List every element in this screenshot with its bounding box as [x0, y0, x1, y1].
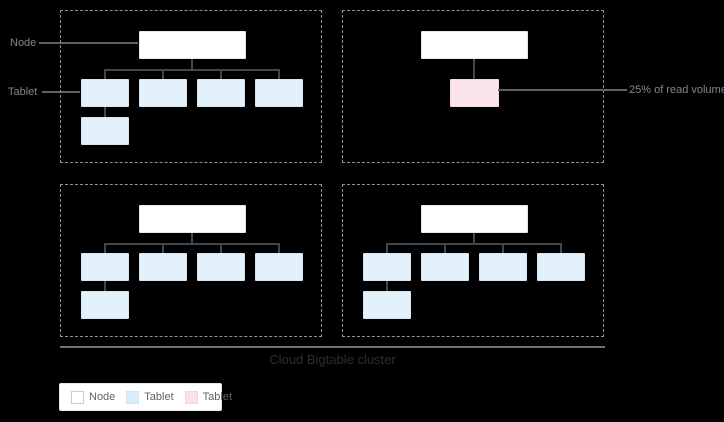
connector — [502, 243, 504, 253]
node-box — [139, 205, 246, 233]
connector — [104, 243, 106, 253]
connector — [386, 281, 388, 291]
tablet-box — [139, 253, 187, 281]
connector — [473, 233, 475, 243]
tablet-box — [537, 253, 585, 281]
tablet-box — [139, 79, 187, 107]
tablet-box — [81, 117, 129, 145]
connector — [104, 69, 280, 71]
node-swatch — [71, 390, 84, 404]
bigtable-node-group-2 — [342, 10, 604, 163]
node-pointer-label: Node — [10, 37, 37, 49]
tablet-box — [363, 253, 411, 281]
tablet-box — [81, 79, 129, 107]
connector — [191, 59, 193, 69]
legend: Node Tablet Tablet — [59, 383, 232, 411]
tablet-box — [255, 253, 303, 281]
legend-item-hot-tablet: Tablet — [184, 390, 233, 404]
connector — [220, 243, 222, 253]
connector — [162, 69, 164, 79]
connector — [278, 243, 280, 253]
node-leader-line — [39, 42, 138, 44]
tablet-box — [363, 291, 411, 319]
connector — [444, 243, 446, 253]
legend-item-node: Node — [71, 390, 116, 404]
connector — [162, 243, 164, 253]
connector — [560, 243, 562, 253]
tablet-box — [479, 253, 527, 281]
bigtable-node-group-4 — [342, 184, 604, 337]
tablet-box — [421, 253, 469, 281]
connector — [386, 243, 388, 253]
connector — [191, 233, 193, 243]
cluster-rule-line — [60, 346, 605, 348]
connector — [104, 107, 106, 117]
legend-label: Tablet — [202, 391, 233, 403]
tablet-leader-line — [42, 91, 80, 93]
connector — [473, 59, 475, 79]
tablet-box — [81, 253, 129, 281]
bigtable-node-group-3 — [60, 184, 322, 337]
connector — [104, 281, 106, 291]
connector — [220, 69, 222, 79]
tablet-pointer-label: Tablet — [8, 86, 38, 98]
legend-label: Tablet — [144, 391, 174, 403]
node-box — [421, 205, 528, 233]
connector — [278, 69, 280, 79]
bigtable-node-group-1 — [60, 10, 322, 163]
tablet-box — [81, 291, 129, 319]
hot-tablet-swatch — [184, 390, 198, 404]
cluster-title: Cloud Bigtable cluster — [269, 352, 396, 367]
read-volume-leader-line — [498, 89, 627, 91]
tablet-box — [255, 79, 303, 107]
connector — [104, 243, 280, 245]
legend-item-tablet: Tablet — [126, 390, 174, 404]
tablet-swatch — [126, 390, 140, 404]
hot-tablet-box — [450, 79, 499, 107]
connector — [386, 243, 562, 245]
tablet-box — [197, 79, 245, 107]
legend-label: Node — [89, 391, 116, 403]
node-box — [139, 31, 246, 59]
tablet-box — [197, 253, 245, 281]
connector — [104, 69, 106, 79]
read-volume-label: 25% of read volume — [629, 84, 724, 96]
node-box — [421, 31, 528, 59]
